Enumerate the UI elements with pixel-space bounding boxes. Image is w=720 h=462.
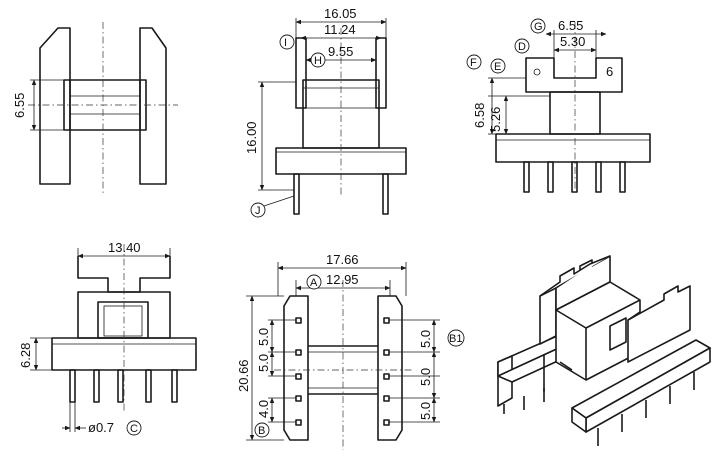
marker-H: H (314, 55, 322, 67)
view-notched-top-right: 6 6.55 5.30 6.58 5.26 G D F E (466, 18, 651, 196)
dim-12-95: 12.95 (326, 272, 359, 287)
marker-D: D (518, 41, 526, 53)
marker-G: G (534, 21, 543, 33)
dim-6-58: 6.58 (472, 103, 487, 128)
marker-B: B (258, 425, 265, 437)
dim-5-0-r1: 5.0 (418, 330, 433, 348)
marker-C: C (130, 423, 138, 435)
dim-5-0-r2: 5.0 (418, 368, 433, 386)
view-top-bottom-center: 17.66 12.95 A 20.66 5.0 5.0 4.0 5.0 5.0 … (236, 252, 465, 450)
dim-5-0-a: 5.0 (256, 328, 271, 346)
view-side-top-left: 6.55 (12, 22, 178, 196)
marker-E: E (494, 61, 501, 73)
dim-5-26: 5.26 (488, 107, 503, 132)
dim-4-0: 4.0 (256, 400, 271, 418)
marker-A: A (310, 277, 318, 289)
pin-label-6: 6 (606, 64, 613, 79)
dim-17-66: 17.66 (326, 252, 359, 267)
dim-16-00: 16.00 (244, 121, 259, 154)
view-front-top-center: 16.05 11.24 9.55 16.00 I H J (244, 6, 407, 218)
marker-J: J (255, 205, 261, 217)
dim-6-55-right: 6.55 (558, 18, 583, 33)
dim-6-28: 6.28 (18, 343, 33, 368)
view-isometric-bottom-right (497, 255, 711, 446)
marker-I: I (284, 37, 287, 49)
dim-5-30: 5.30 (560, 34, 585, 49)
marker-B1: B1 (449, 333, 462, 345)
dim-0-7: ø0.7 (88, 420, 114, 435)
dim-11-24: 11.24 (324, 22, 356, 37)
marker-F: F (470, 57, 477, 69)
dim-5-0-r3: 5.0 (418, 402, 433, 420)
dim-13-40: 13.40 (108, 240, 141, 255)
dim-16-05: 16.05 (324, 6, 357, 21)
dim-9-55: 9.55 (328, 44, 353, 59)
dim-5-0-b: 5.0 (256, 354, 271, 372)
view-window-bottom-left: 13.40 6.28 ø0.7 C (18, 240, 197, 436)
dim-6-55-left: 6.55 (12, 93, 27, 118)
dim-20-66: 20.66 (236, 359, 251, 392)
